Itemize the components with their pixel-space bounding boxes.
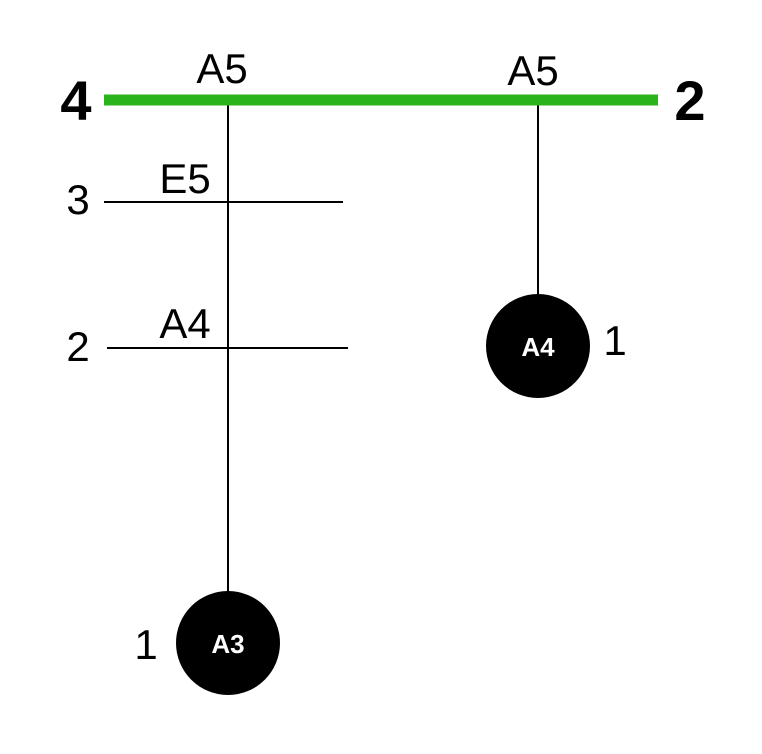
- crossing-note-a4: A4: [159, 300, 210, 347]
- crossing-number-3: 3: [66, 176, 89, 223]
- right-stem-top-note: A5: [507, 47, 558, 94]
- crossing-number-2: 2: [66, 323, 89, 370]
- right-node-circle: [486, 294, 590, 398]
- top-bar-right-number: 2: [674, 69, 705, 132]
- crossing-note-e5: E5: [159, 155, 210, 202]
- left-node-number: 1: [134, 621, 157, 668]
- top-bar-left-number: 4: [60, 69, 91, 132]
- left-stem-top-note: A5: [196, 45, 247, 92]
- left-node-label: A3: [211, 629, 244, 659]
- left-node-circle: [176, 591, 280, 695]
- right-node-number: 1: [603, 317, 626, 364]
- right-node-label: A4: [521, 332, 555, 362]
